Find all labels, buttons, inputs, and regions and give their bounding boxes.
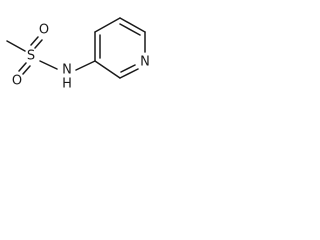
oxygen-top-label: O [39, 23, 49, 38]
ring-bond-c3-c4 [119, 17, 146, 33]
sulfur-nitrogen-bond [39, 60, 58, 70]
oxygen-bottom-label: O [12, 74, 22, 89]
ring-nitrogen-label: N [140, 55, 150, 70]
molecule-structure: S O O N H N [6, 17, 150, 92]
ring-bond-c6-c1 [94, 60, 121, 79]
ring-bond-c2-c3 [94, 17, 121, 33]
nitrogen-ring-bond [75, 60, 96, 71]
amine-nitrogen-label: N [62, 63, 72, 78]
sulfur-oxygen-top-bond-2 [34, 39, 43, 49]
ring-double-c3-c4 [119, 23, 141, 36]
ring-double-n-c6 [120, 64, 136, 73]
sulfur-oxygen-bottom-bond-1 [18, 62, 27, 72]
sulfur-oxygen-bottom-bond-2 [22, 65, 31, 75]
amine-hydrogen-label: H [62, 77, 72, 92]
sulfur-oxygen-top-bond-1 [30, 36, 39, 46]
methyl-sulfur-bond [6, 40, 26, 52]
ring-bond-n-c6 [119, 68, 139, 79]
sulfur-label: S [27, 49, 35, 64]
molecule-canvas: S O O N H N [0, 0, 185, 107]
